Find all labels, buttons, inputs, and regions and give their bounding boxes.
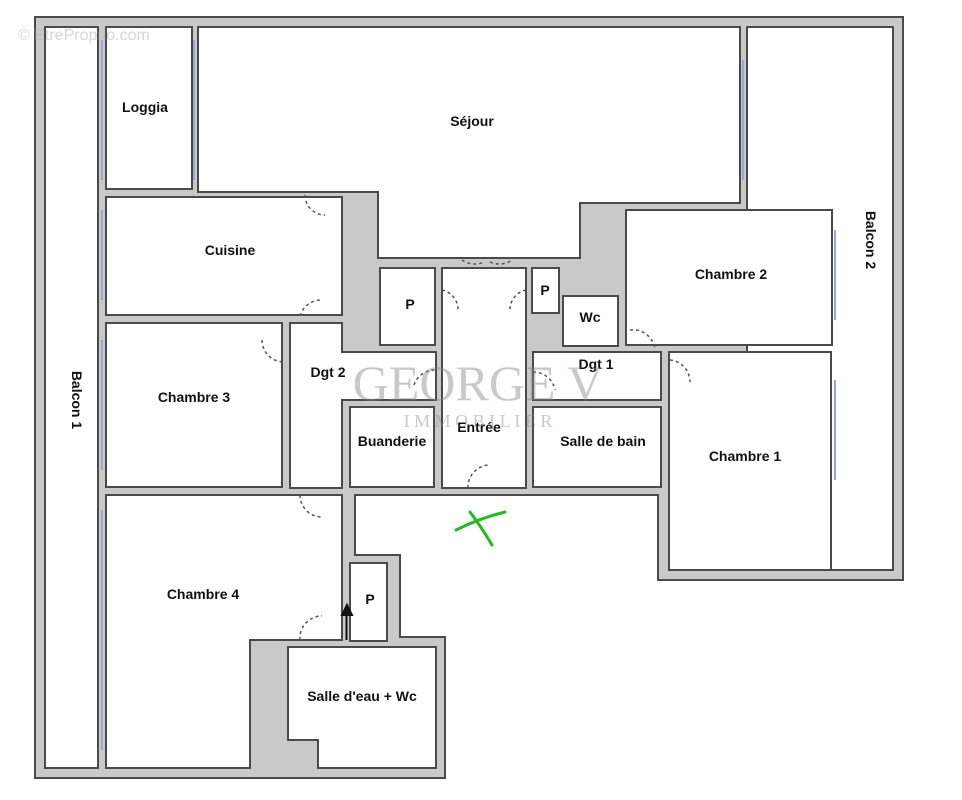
room-salle-eau (287, 646, 437, 769)
label-chambre-1: Chambre 1 (709, 448, 782, 464)
arrow-up-icon (340, 602, 354, 640)
label-cuisine: Cuisine (205, 242, 256, 258)
label-salle-de-bain: Salle de bain (560, 433, 646, 449)
room-chambre-4 (105, 494, 343, 769)
label-wc: Wc (580, 309, 601, 325)
watermark-site: © EtreProprio.com (18, 27, 150, 44)
room-buanderie (349, 406, 435, 488)
doors (261, 194, 691, 641)
label-p-bottom: P (365, 591, 374, 607)
room-dgt-2 (289, 322, 437, 489)
label-p-right: P (540, 282, 549, 298)
label-sejour: Séjour (450, 113, 494, 129)
label-buanderie: Buanderie (358, 433, 427, 449)
watermark-agency-sub: I M M O B I L I E R (404, 411, 553, 431)
room-balcon-1 (44, 26, 99, 769)
label-entree: Entrée (457, 419, 501, 435)
room-p-left (379, 267, 436, 346)
room-chambre-3 (105, 322, 283, 488)
room-chambre-2 (625, 209, 833, 346)
label-dgt-2: Dgt 2 (311, 364, 346, 380)
room-salle-de-bain (532, 406, 662, 488)
room-loggia (105, 26, 193, 190)
label-p-left: P (405, 296, 414, 312)
label-chambre-2: Chambre 2 (695, 266, 768, 282)
label-salle-eau: Salle d'eau + Wc (307, 688, 417, 704)
room-p-right (531, 267, 560, 314)
x-marker-icon (454, 510, 507, 547)
room-sejour (197, 26, 741, 259)
room-dgt-1 (532, 351, 662, 401)
watermark-agency: GEORGE V (353, 355, 603, 411)
label-chambre-3: Chambre 3 (158, 389, 231, 405)
windows (101, 40, 836, 750)
room-chambre-1 (668, 351, 832, 571)
label-dgt-1: Dgt 1 (579, 356, 614, 372)
label-balcon-2: Balcon 2 (863, 211, 879, 270)
room-wc (562, 295, 619, 347)
room-entree (441, 267, 527, 489)
room-cuisine (105, 196, 343, 316)
label-balcon-1: Balcon 1 (69, 371, 85, 430)
label-loggia: Loggia (122, 99, 168, 115)
room-p-bottom (349, 562, 388, 642)
label-chambre-4: Chambre 4 (167, 586, 240, 602)
